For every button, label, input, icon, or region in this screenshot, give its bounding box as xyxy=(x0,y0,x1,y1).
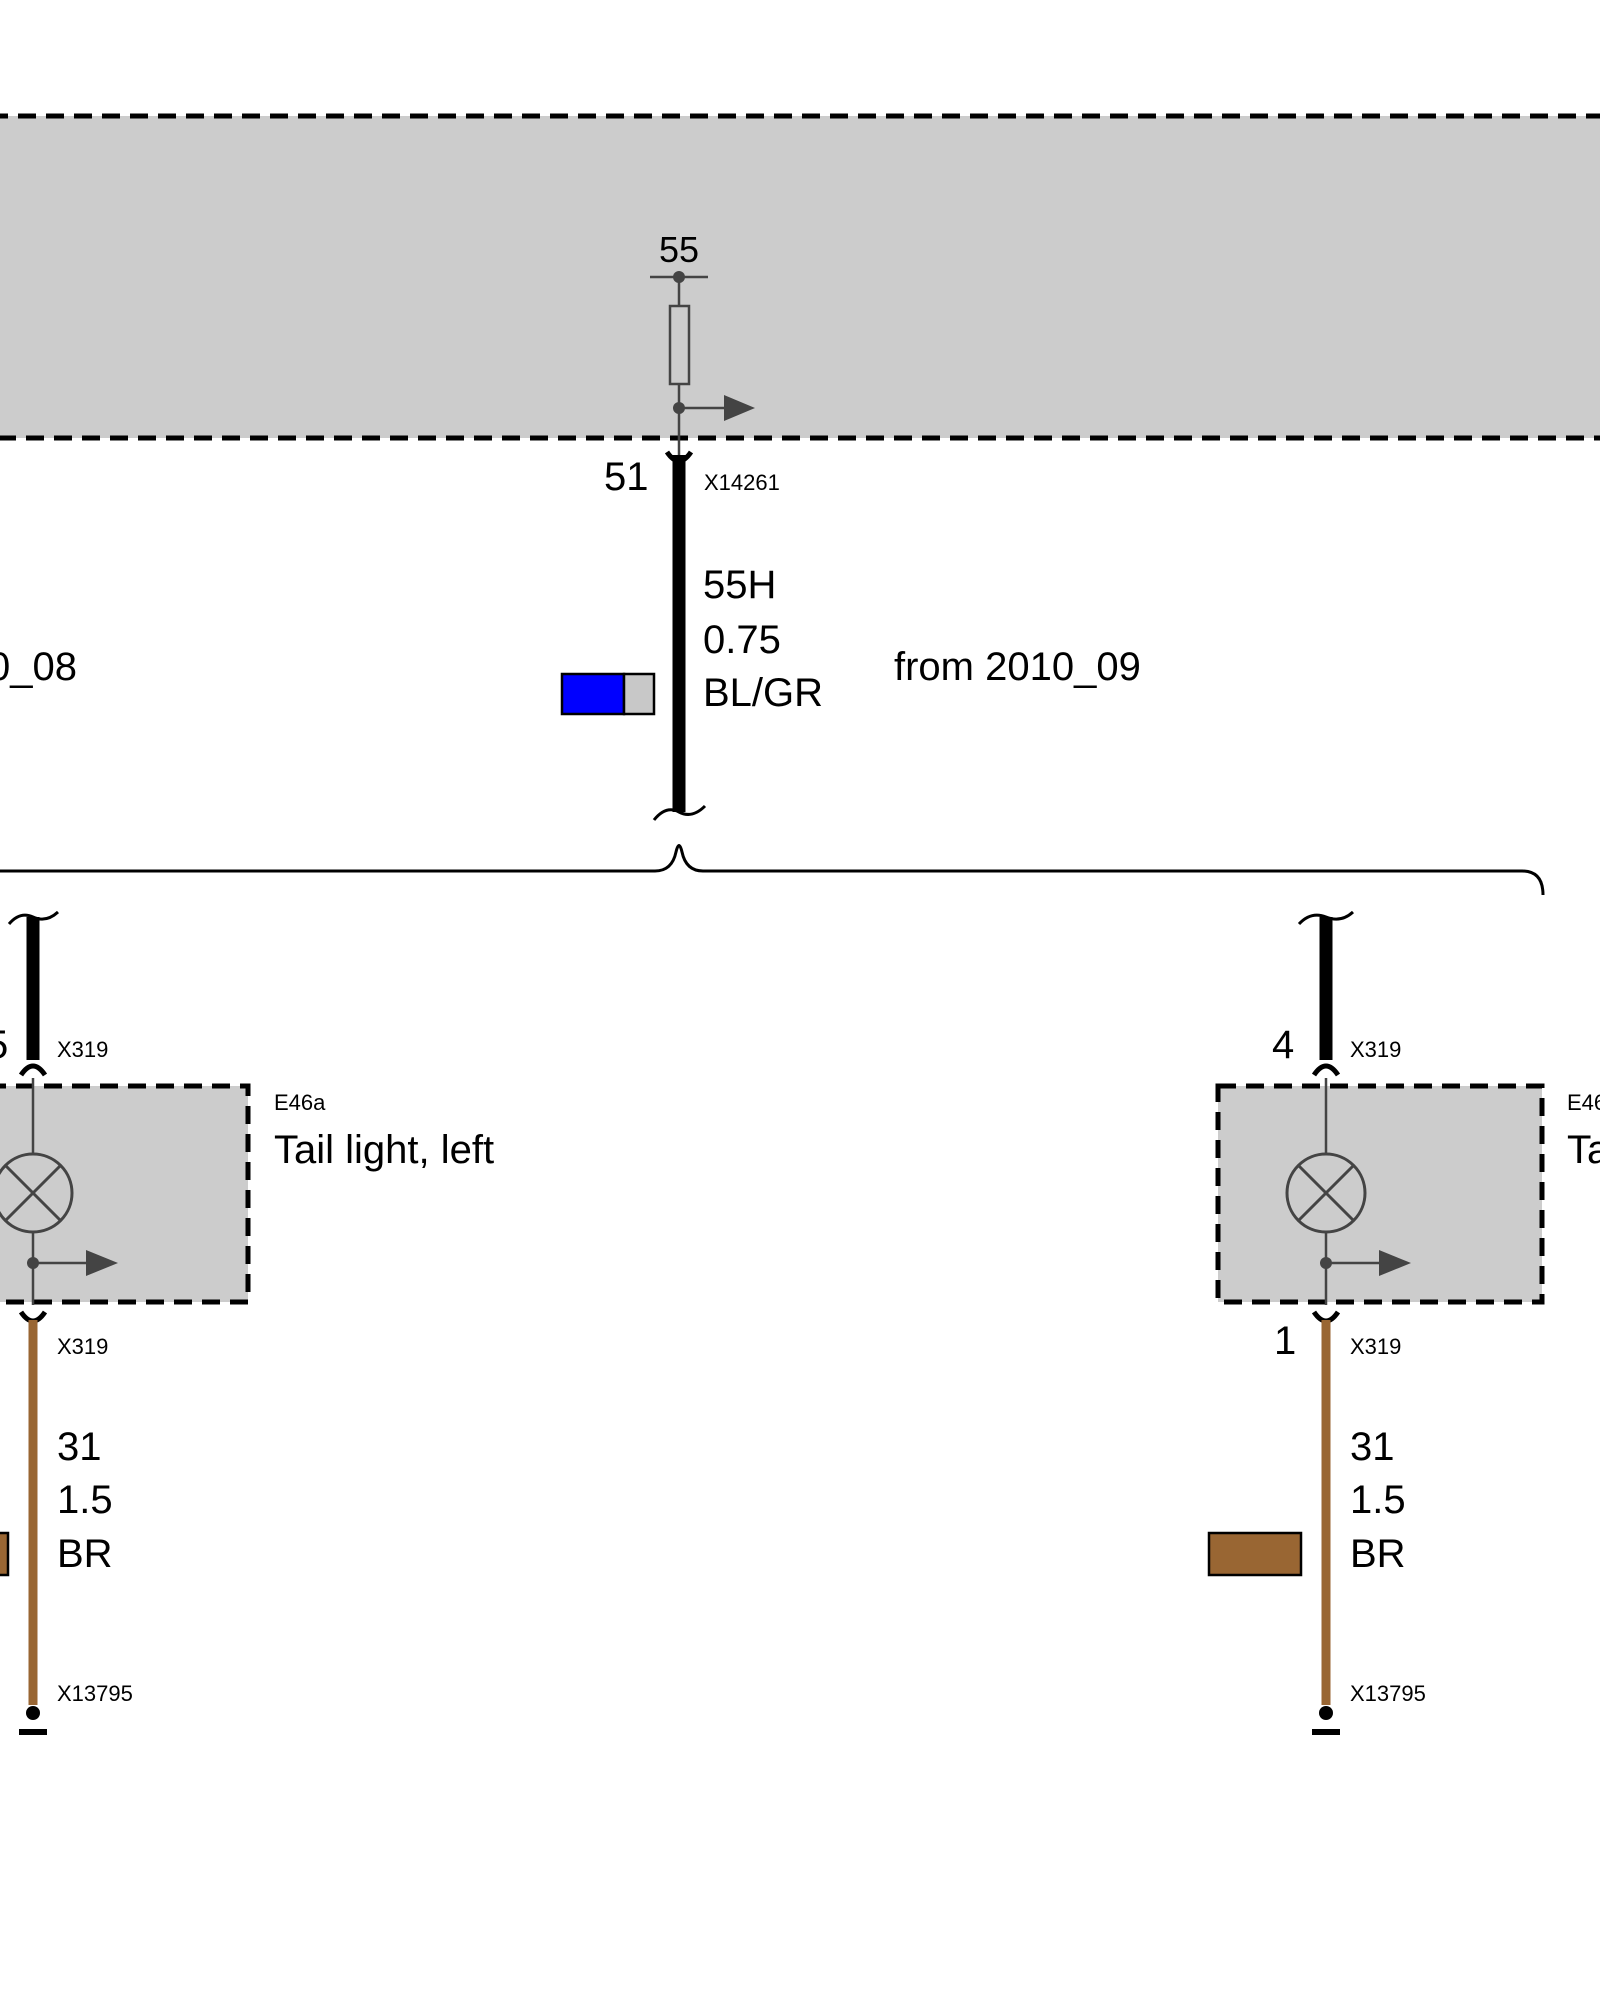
right-ground-signal: 31 xyxy=(1350,1425,1395,1469)
wire-color-code-label: BL/GR xyxy=(703,671,823,715)
split-brace xyxy=(0,844,1545,896)
right-bottom-pin-label: 1 xyxy=(1274,1319,1296,1363)
fuse-symbol xyxy=(650,275,726,455)
right-ground-color-code: BR xyxy=(1350,1532,1406,1576)
left-component-name: Tail light, left xyxy=(274,1128,494,1172)
left-ground-color-code: BR xyxy=(57,1532,113,1576)
control-unit-box xyxy=(0,113,1600,441)
fuse-top-node xyxy=(673,271,685,283)
left-ground-cross-section: 1.5 xyxy=(57,1478,113,1522)
left-component-code: E46a xyxy=(274,1090,326,1115)
left-bottom-connector-label: X319 xyxy=(57,1334,108,1359)
left-ground-swatch xyxy=(0,1531,10,1577)
arrow-right-icon xyxy=(724,395,755,421)
left-top-pin-label: 5 xyxy=(0,1023,8,1067)
left-tail-light-box xyxy=(0,1083,251,1305)
right-component-name: Ta xyxy=(1567,1128,1600,1172)
pin-top-label: 55 xyxy=(659,229,699,270)
left-ground-point xyxy=(26,1706,40,1720)
wire-cross-section-label: 0.75 xyxy=(703,618,781,662)
right-component-code: E46 xyxy=(1567,1090,1600,1115)
right-top-socket xyxy=(1311,1063,1341,1077)
right-bottom-connector-label: X319 xyxy=(1350,1334,1401,1359)
left-ground-signal: 31 xyxy=(57,1425,102,1469)
left-bottom-socket xyxy=(18,1310,48,1324)
right-top-connector-label: X319 xyxy=(1350,1037,1401,1062)
wire-color-swatch xyxy=(560,672,656,716)
wire-break-symbol xyxy=(652,804,707,821)
variant-label-left: 0_08 xyxy=(0,645,77,689)
left-top-socket xyxy=(18,1063,48,1077)
right-top-pin-label: 4 xyxy=(1272,1023,1294,1067)
right-ground-point xyxy=(1319,1706,1333,1720)
right-ground-point-label: X13795 xyxy=(1350,1681,1426,1706)
right-ground-cross-section: 1.5 xyxy=(1350,1478,1406,1522)
right-ground-swatch xyxy=(1207,1531,1303,1577)
wire-signal-label: 55H xyxy=(703,563,776,607)
left-ground-point-label: X13795 xyxy=(57,1681,133,1706)
arrow-right-icon xyxy=(1379,1250,1411,1276)
variant-label-right: from 2010_09 xyxy=(894,645,1141,689)
connector-label: X14261 xyxy=(704,470,780,495)
pin-number-label: 51 xyxy=(604,455,649,499)
left-top-connector-label: X319 xyxy=(57,1037,108,1062)
arrow-right-icon xyxy=(86,1250,118,1276)
right-bottom-socket xyxy=(1311,1310,1341,1324)
fuse-bottom-node xyxy=(673,402,685,414)
